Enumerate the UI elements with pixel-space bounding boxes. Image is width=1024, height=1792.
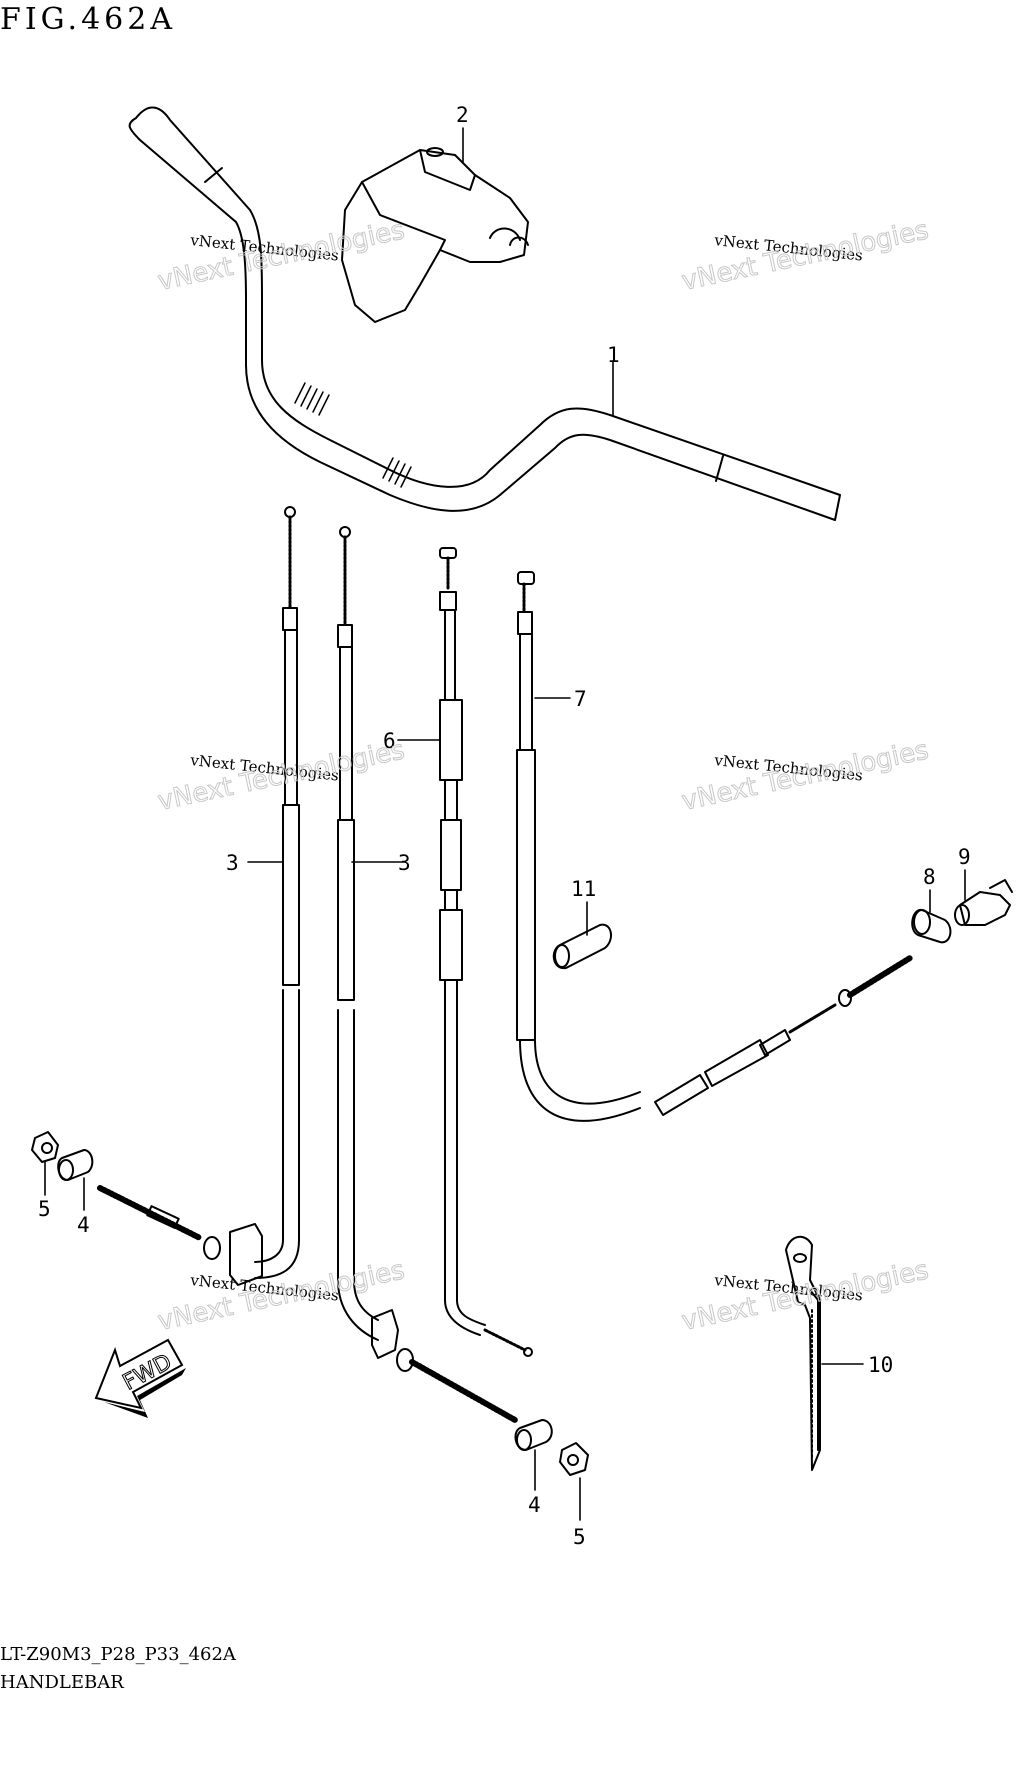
handlebar-cover-part	[341, 147, 529, 323]
callout-5-left: 5	[38, 1197, 51, 1221]
sleeve-part-right	[514, 1419, 553, 1451]
callout-10: 10	[868, 1353, 893, 1377]
sleeve-part-left	[57, 1149, 94, 1181]
watermark-text-large: vNext Technologies	[679, 735, 931, 817]
callout-11: 11	[571, 877, 596, 901]
brake-cable-front	[439, 547, 533, 1357]
callout-8: 8	[923, 865, 936, 889]
callout-5-right: 5	[573, 1525, 586, 1549]
figure-code: LT-Z90M3_P28_P33_462A	[0, 1644, 236, 1665]
watermark-text-large: vNext Technologies	[155, 1255, 407, 1337]
callout-2: 2	[456, 103, 469, 127]
brake-cable-rear	[516, 571, 913, 1122]
grommet-part-11	[552, 923, 612, 970]
forward-direction-arrow: FWD	[94, 1338, 186, 1418]
callout-6: 6	[383, 729, 396, 753]
callout-9: 9	[958, 845, 971, 869]
watermark-group: vNext Technologies vNext Technologies vN…	[155, 215, 932, 1338]
handlebar-part	[128, 106, 841, 521]
callout-7: 7	[574, 687, 587, 711]
figure-name: HANDLEBAR	[0, 1672, 124, 1693]
watermark-text-large: vNext Technologies	[679, 215, 931, 297]
watermark-text-large: vNext Technologies	[679, 1255, 931, 1337]
callout-3-left: 3	[226, 851, 239, 875]
sleeve-part-8	[911, 908, 952, 944]
throttle-cable-right	[337, 526, 518, 1423]
throttle-cable-left	[97, 506, 300, 1286]
callout-4-left: 4	[77, 1213, 90, 1237]
watermark-text-large: vNext Technologies	[155, 215, 407, 297]
callout-4-right: 4	[528, 1493, 541, 1517]
watermark-text-large: vNext Technologies	[155, 735, 407, 817]
callout-3-right: 3	[398, 851, 411, 875]
figure-title: FIG.462A	[0, 2, 177, 37]
callout-1: 1	[607, 343, 620, 367]
adjuster-part-9	[954, 879, 1013, 926]
nut-part-right	[559, 1442, 589, 1476]
nut-part-left	[31, 1131, 59, 1163]
clamp-band-part-10	[785, 1235, 821, 1471]
